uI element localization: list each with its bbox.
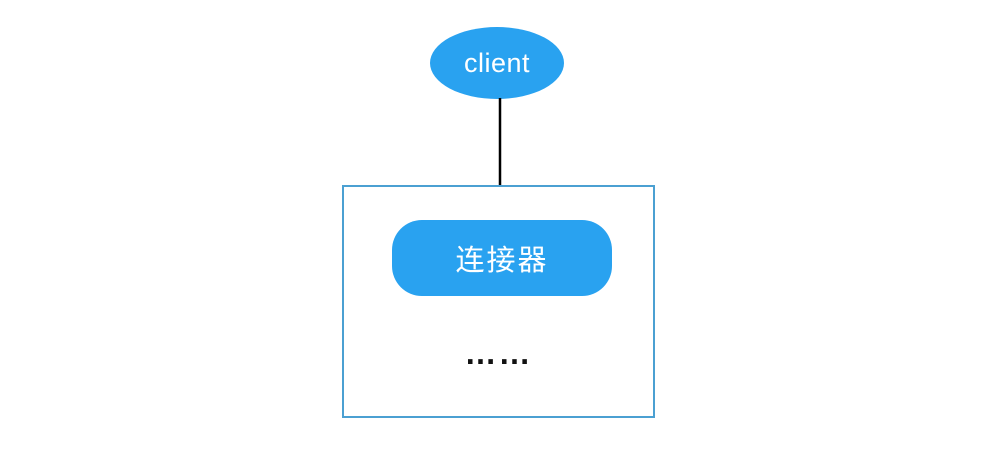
- client-node: client: [430, 27, 564, 99]
- ellipsis-placeholder: ……: [464, 335, 533, 371]
- container-box: 连接器 ……: [342, 185, 655, 418]
- client-node-label: client: [463, 47, 531, 78]
- connector-node-label: 连接器: [455, 245, 549, 277]
- connector-node: 连接器: [392, 220, 612, 296]
